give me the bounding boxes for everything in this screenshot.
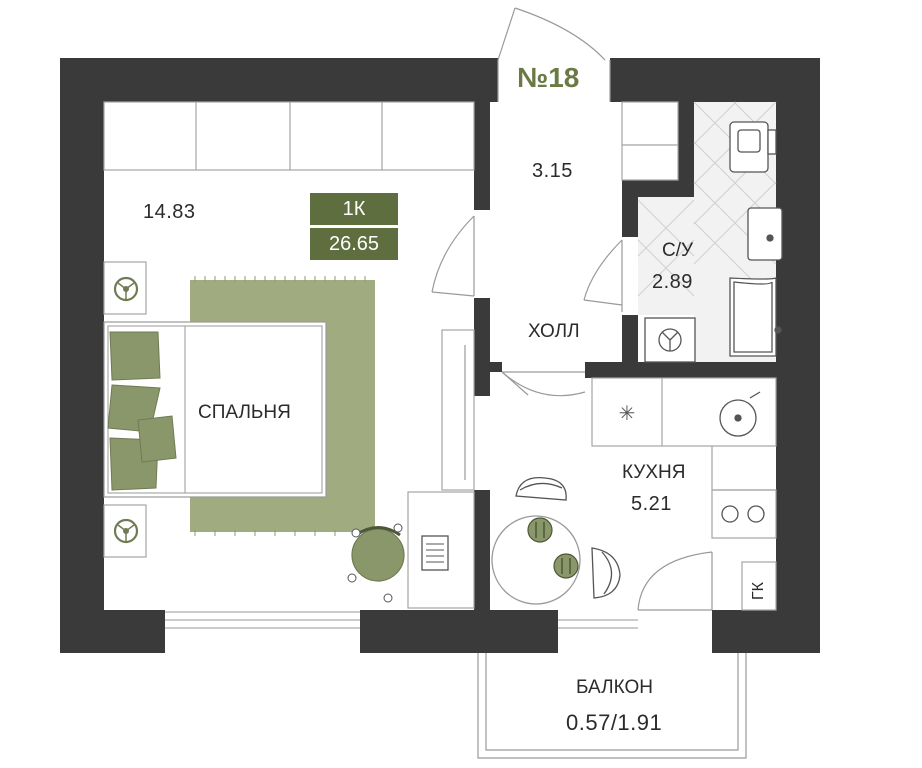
desk bbox=[407, 491, 475, 609]
apartment-number: №18 bbox=[517, 62, 580, 93]
dining-chair-2 bbox=[591, 547, 621, 599]
stove-icon bbox=[721, 505, 765, 523]
balcony bbox=[477, 653, 747, 759]
wall-bottom-2 bbox=[360, 610, 558, 653]
wall-int-4 bbox=[474, 490, 490, 610]
bedroom-area: 14.83 bbox=[143, 201, 196, 223]
balcony-area: 0.57/1.91 bbox=[566, 710, 663, 735]
balcony-name: БАЛКОН bbox=[576, 677, 653, 698]
wall-left bbox=[60, 58, 104, 653]
nightstand-top bbox=[103, 261, 147, 315]
wall-top-left bbox=[60, 58, 498, 102]
pillows bbox=[107, 331, 177, 491]
hall-shelf bbox=[621, 101, 679, 181]
wall-int-2 bbox=[474, 298, 490, 366]
plate-icon-2 bbox=[553, 553, 579, 579]
gas-riser-label: ГК bbox=[750, 582, 767, 600]
wall-int-1 bbox=[474, 102, 490, 210]
lamp-icon bbox=[113, 276, 139, 302]
dining-table bbox=[491, 515, 581, 605]
wall-right bbox=[776, 58, 820, 653]
entrance-door bbox=[497, 7, 611, 102]
fridge-snowflake-icon: ✳ bbox=[619, 401, 636, 425]
kitchen-sink-icon bbox=[719, 391, 761, 437]
hall-area: 3.15 bbox=[532, 160, 573, 182]
wall-int-6 bbox=[622, 180, 694, 197]
kitchen-door bbox=[501, 371, 586, 397]
total-area-badge: 26.65 bbox=[310, 228, 398, 260]
bathroom-door bbox=[583, 239, 623, 312]
wall-int-3 bbox=[474, 366, 490, 396]
wall-int-7 bbox=[622, 197, 638, 237]
balcony-door bbox=[637, 551, 713, 611]
wall-int-10 bbox=[585, 362, 776, 378]
dining-chair-1 bbox=[515, 476, 567, 501]
wall-int-5 bbox=[678, 102, 694, 197]
entrance-door-leaf bbox=[497, 7, 516, 61]
bathroom-area: 2.89 bbox=[652, 271, 693, 293]
hall-closet bbox=[441, 329, 475, 491]
wardrobe bbox=[103, 101, 475, 171]
kitchen-name: КУХНЯ bbox=[622, 462, 686, 483]
wall-bottom-1 bbox=[60, 610, 165, 653]
toilet-icon bbox=[729, 121, 777, 173]
bedroom-window bbox=[165, 611, 360, 629]
apartment-type-badge: 1К bbox=[310, 193, 398, 225]
desk-chair bbox=[347, 523, 405, 603]
plate-icon-1 bbox=[527, 517, 553, 543]
wall-int-8 bbox=[622, 315, 638, 365]
gas-riser bbox=[741, 561, 777, 611]
bathroom-name: С/У bbox=[662, 240, 694, 261]
kitchen-area: 5.21 bbox=[631, 493, 672, 515]
laptop-icon bbox=[421, 535, 449, 571]
lamp-icon bbox=[113, 518, 139, 544]
bedroom-door bbox=[431, 215, 475, 297]
nightstand-bottom bbox=[103, 504, 147, 558]
sink-icon bbox=[747, 207, 783, 261]
washing-machine-icon bbox=[644, 317, 696, 363]
pillow-4 bbox=[137, 415, 177, 463]
pillow-1 bbox=[109, 331, 161, 381]
walls bbox=[60, 58, 820, 653]
shower-icon bbox=[729, 277, 782, 357]
bedroom-name: СПАЛЬНЯ bbox=[198, 402, 291, 423]
kitchen-window bbox=[558, 619, 638, 629]
wall-bottom-3 bbox=[712, 610, 820, 653]
kitchen-counter bbox=[591, 377, 777, 539]
hall-name: ХОЛЛ bbox=[528, 321, 580, 342]
wall-int-9 bbox=[490, 362, 502, 372]
entrance-door-swing bbox=[514, 7, 606, 61]
